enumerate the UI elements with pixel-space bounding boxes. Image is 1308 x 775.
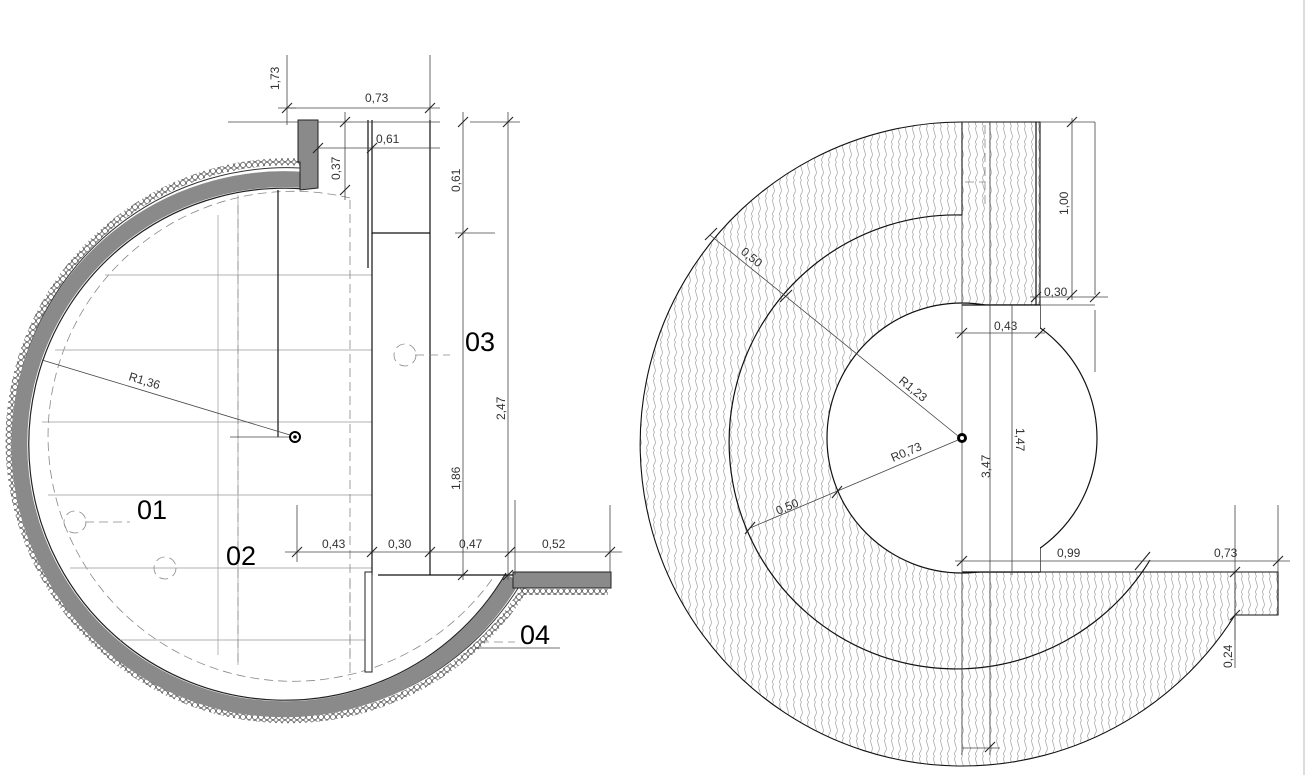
middle-ring: [728, 214, 1151, 670]
dim-099: 0,99: [1057, 546, 1081, 560]
inner-wall-outline: [28, 187, 507, 701]
room-label-04: 04: [520, 620, 550, 650]
dim-043: 0,43: [322, 537, 346, 551]
dim-030: 0,30: [388, 537, 412, 551]
outer-scallop-edge: [5, 158, 528, 724]
dim-247: 2,47: [494, 396, 508, 420]
wall-extension-right: [512, 571, 612, 589]
dim-147: 1,47: [1013, 428, 1027, 452]
dim-037: 0,37: [329, 156, 343, 180]
dim-073-top: 0,73: [365, 91, 389, 105]
curved-wall: [11, 171, 520, 718]
dim-047: 0,47: [459, 537, 483, 551]
wall-stub-top: [297, 119, 319, 191]
dim-186: 1,86: [449, 466, 463, 490]
dim-052: 0,52: [542, 537, 566, 551]
inner-dashed-arc: [47, 190, 496, 682]
left-radius-label: R1,36: [127, 369, 162, 392]
dim-043-right: 0,43: [994, 319, 1018, 333]
dim-347: 3,47: [979, 454, 993, 478]
stair-lines: [42, 274, 372, 641]
dim-073-right: 0,73: [1214, 546, 1238, 560]
dim-173: 1,73: [268, 66, 282, 90]
left-plan: R1,36 1,73 0,73 0,61 0,37 0,61 2,47: [5, 55, 622, 724]
dim-024: 0,24: [1221, 644, 1235, 668]
dim-061-vertical: 0,61: [449, 168, 463, 192]
dim-100: 1,00: [1057, 191, 1071, 215]
right-plan: 1,00 0,30 0,43 1,47 3,47 0,99 0,73 0,24 …: [639, 116, 1290, 767]
room-label-03: 03: [465, 327, 495, 357]
construction-lines: [217, 107, 513, 680]
room-label-01: 01: [137, 495, 167, 525]
room-label-02: 02: [226, 541, 256, 571]
dim-030-right: 0,30: [1044, 285, 1068, 299]
dim-061-horizontal: 0,61: [376, 132, 400, 146]
door-leaf: [364, 571, 373, 673]
fixture-circles: [63, 343, 450, 580]
